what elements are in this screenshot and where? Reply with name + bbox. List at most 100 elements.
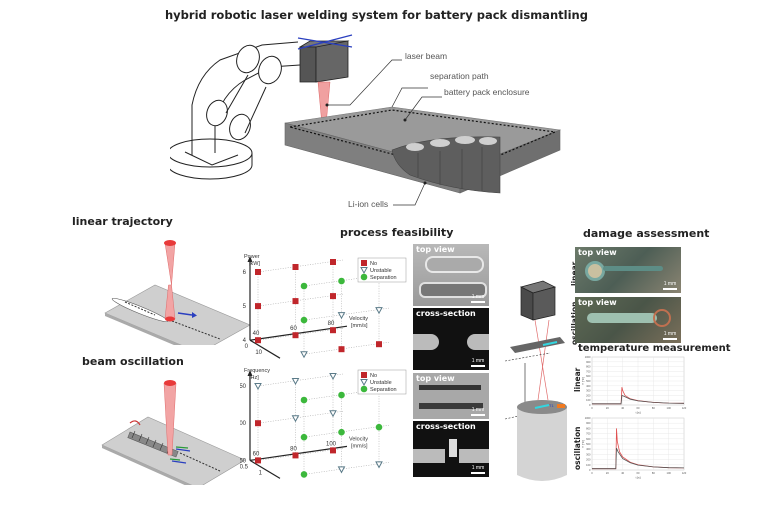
axis-z-arrow [247, 370, 253, 376]
marker-unstable [329, 410, 337, 418]
photo-linear-top-view: top view 1 mm [413, 244, 489, 306]
caption-top-view: top view [416, 245, 455, 254]
photo-oscillation-cross-section: cross-section 1 mm [413, 421, 489, 477]
x-tick-label: 40 [621, 406, 624, 410]
y-tick-label: 400 [586, 384, 591, 388]
tick-label-x: 60 [253, 451, 260, 457]
marker-separation [300, 316, 308, 324]
marker-unstable [329, 373, 337, 381]
legend-label: No [370, 261, 377, 267]
battery-pack-enclosure [284, 106, 562, 194]
y-tick-label: 800 [586, 365, 591, 369]
photo-linear-cross-section: cross-section 1 mm [413, 308, 489, 370]
y-tick-label: 700 [586, 432, 591, 436]
y-tick-label: 300 [586, 452, 591, 456]
x-tick-label: 120 [682, 471, 687, 475]
y-tick-label: 100 [586, 463, 591, 467]
grid-line [257, 327, 344, 341]
grid-line [303, 273, 390, 287]
axis-unit-z: [kW] [249, 261, 260, 267]
x-tick-label: 60 [637, 471, 640, 475]
heading-process-feasibility: process feasibility [340, 226, 454, 239]
marker-no [255, 457, 261, 464]
x-tick-label: 0 [591, 471, 593, 475]
marker-unstable [375, 461, 383, 469]
system-illustration [170, 34, 562, 206]
tick-label-x: 40 [253, 331, 260, 337]
scale-bar: 1 mm [471, 358, 485, 367]
figure-title: hybrid robotic laser welding system for … [165, 8, 588, 22]
tick-label-z: 4 [243, 338, 247, 344]
series-line-T2 [592, 394, 685, 405]
marker-separation [360, 385, 368, 393]
y-tick-label: 1000 [585, 416, 591, 420]
axis-y [249, 459, 281, 479]
tick-label-z: 5 [243, 304, 247, 310]
x-tick-label: 60 [637, 406, 640, 410]
label-battery-enclosure: battery pack enclosure [444, 87, 530, 97]
label-laser-beam: laser beam [405, 51, 448, 61]
marker-separation [338, 277, 345, 285]
marker-no [292, 298, 299, 305]
x-tick-label: 100 [667, 471, 672, 475]
marker-no [361, 372, 367, 378]
marker-no [292, 332, 299, 339]
caption-cross-section: cross-section [416, 309, 476, 318]
scale-bar: 1 mm [471, 407, 485, 416]
grid-line [257, 259, 344, 273]
marker-unstable [360, 379, 368, 387]
marker-unstable [254, 383, 262, 391]
y-tick-label: 200 [586, 458, 591, 462]
y-tick-label: 0 [589, 403, 591, 407]
y-tick-label: 500 [586, 442, 591, 446]
x-tick-label: 20 [606, 471, 609, 475]
heading-temperature-measurement: temperature measurement [578, 343, 731, 354]
tick-label-y: 0.5 [240, 464, 249, 470]
marker-unstable [375, 307, 383, 315]
parameter-plot-oscillation: 15030045060801000.51Frequency[Hz]Velocit… [240, 368, 407, 479]
marker-no [361, 260, 367, 266]
marker-unstable [337, 466, 346, 474]
axis-y [249, 339, 281, 359]
x-tick-label: 20 [606, 406, 609, 410]
heading-linear-trajectory: linear trajectory [72, 215, 173, 228]
marker-no [255, 303, 261, 310]
x-tick-label: 80 [652, 471, 655, 475]
axis-label-x: Velocity [349, 316, 368, 322]
x-tick-label: 0 [591, 406, 593, 410]
marker-separation [338, 428, 345, 436]
y-tick-label: 600 [586, 437, 591, 441]
marker-unstable [300, 351, 308, 359]
series-line-T2 [592, 448, 685, 470]
marker-separation [300, 282, 308, 290]
heading-beam-oscillation: beam oscillation [82, 355, 184, 368]
label-separation-path: separation path [430, 71, 489, 81]
tick-label-z: 300 [240, 421, 247, 427]
x-tick-label: 100 [667, 406, 672, 410]
measurement-setup-illustration: T1 [505, 280, 567, 481]
marker-separation [338, 391, 345, 399]
tick-label-x: 60 [290, 326, 297, 332]
x-axis-label: t [s] [636, 476, 641, 480]
grid-line [303, 341, 390, 355]
marker-no [330, 327, 336, 334]
tick-label-z: 150 [240, 458, 247, 464]
y-axis-label: T [°C] [581, 440, 585, 448]
caption-cross-section: cross-section [416, 422, 476, 431]
axis-label-x: Velocity [349, 436, 368, 442]
y-tick-label: 500 [586, 379, 591, 383]
parameter-plot-linear: 456406080010Power[kW]Velocity[mm/s]Focal… [243, 254, 407, 359]
photo-damage-linear: top view 1 mm [575, 247, 681, 293]
marker-no [330, 259, 336, 265]
scale-bar: 1 mm [663, 331, 677, 340]
axis-unit-z: [Hz] [249, 375, 259, 381]
tick-label-y: 0 [245, 344, 249, 350]
marker-no [330, 447, 336, 454]
axis-label-z: Frequency [244, 368, 270, 374]
tick-label-z: 450 [240, 384, 247, 390]
y-tick-label: 400 [586, 447, 591, 451]
grid-line [257, 293, 344, 307]
y-tick-label: 700 [586, 369, 591, 373]
